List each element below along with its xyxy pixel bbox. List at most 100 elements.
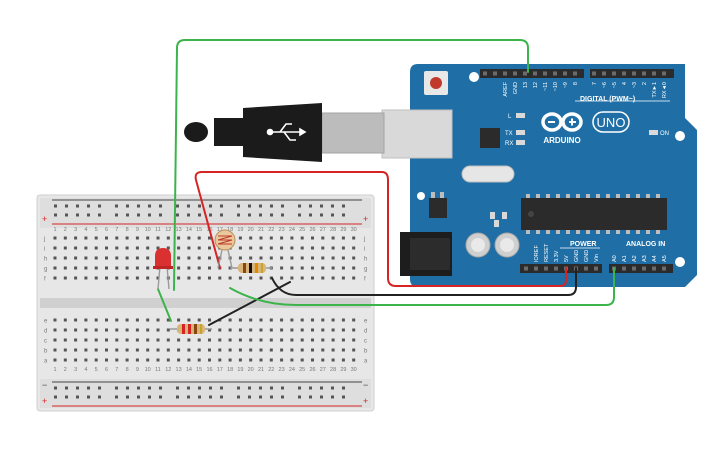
breadboard-hole[interactable] bbox=[238, 246, 242, 250]
rail-hole[interactable] bbox=[87, 395, 90, 399]
rail-hole[interactable] bbox=[270, 395, 273, 399]
breadboard-hole[interactable] bbox=[238, 348, 242, 352]
breadboard-hole[interactable] bbox=[341, 358, 345, 362]
breadboard-hole[interactable] bbox=[177, 276, 181, 280]
breadboard-hole[interactable] bbox=[208, 358, 211, 362]
rail-hole[interactable] bbox=[176, 395, 179, 399]
breadboard-hole[interactable] bbox=[94, 266, 98, 270]
rail-hole[interactable] bbox=[259, 204, 262, 208]
breadboard-hole[interactable] bbox=[311, 348, 314, 352]
breadboard-hole[interactable] bbox=[341, 276, 345, 280]
breadboard-hole[interactable] bbox=[311, 236, 314, 240]
breadboard-hole[interactable] bbox=[74, 338, 78, 342]
breadboard-hole[interactable] bbox=[259, 256, 263, 260]
breadboard-hole[interactable] bbox=[341, 266, 345, 270]
breadboard-hole[interactable] bbox=[187, 348, 191, 352]
breadboard-hole[interactable] bbox=[156, 338, 160, 342]
breadboard-hole[interactable] bbox=[63, 358, 67, 362]
rail-hole[interactable] bbox=[220, 386, 223, 390]
breadboard-hole[interactable] bbox=[280, 236, 284, 240]
breadboard-hole[interactable] bbox=[115, 236, 119, 240]
breadboard-hole[interactable] bbox=[53, 236, 57, 240]
rail-hole[interactable] bbox=[270, 213, 273, 217]
rail-hole[interactable] bbox=[87, 204, 90, 208]
breadboard-hole[interactable] bbox=[300, 358, 304, 362]
rail-hole[interactable] bbox=[65, 395, 68, 399]
rail-hole[interactable] bbox=[298, 204, 301, 208]
breadboard-hole[interactable] bbox=[146, 358, 150, 362]
header-pin[interactable] bbox=[612, 71, 616, 76]
breadboard-hole[interactable] bbox=[53, 338, 57, 342]
breadboard-hole[interactable] bbox=[228, 348, 232, 352]
rail-hole[interactable] bbox=[98, 213, 101, 217]
breadboard-hole[interactable] bbox=[259, 246, 263, 250]
breadboard-hole[interactable] bbox=[125, 358, 129, 362]
breadboard-hole[interactable] bbox=[290, 358, 294, 362]
rail-hole[interactable] bbox=[281, 213, 284, 217]
breadboard-hole[interactable] bbox=[238, 256, 242, 260]
breadboard-hole[interactable] bbox=[53, 276, 57, 280]
header-pin[interactable] bbox=[534, 266, 538, 271]
breadboard-hole[interactable] bbox=[238, 318, 242, 322]
rail-hole[interactable] bbox=[115, 204, 118, 208]
breadboard-hole[interactable] bbox=[249, 348, 253, 352]
rail-hole[interactable] bbox=[148, 213, 151, 217]
breadboard-hole[interactable] bbox=[197, 358, 201, 362]
breadboard-hole[interactable] bbox=[53, 328, 57, 332]
header-pin[interactable] bbox=[523, 71, 527, 76]
breadboard-hole[interactable] bbox=[352, 328, 356, 332]
rail-hole[interactable] bbox=[54, 395, 57, 399]
rail-hole[interactable] bbox=[298, 213, 301, 217]
breadboard-hole[interactable] bbox=[197, 246, 201, 250]
breadboard-hole[interactable] bbox=[125, 348, 129, 352]
rail-hole[interactable] bbox=[65, 213, 68, 217]
header-pin[interactable] bbox=[584, 266, 588, 271]
rail-hole[interactable] bbox=[176, 213, 179, 217]
rail-hole[interactable] bbox=[137, 386, 140, 390]
breadboard-hole[interactable] bbox=[63, 328, 67, 332]
breadboard-hole[interactable] bbox=[84, 246, 88, 250]
breadboard-hole[interactable] bbox=[63, 348, 67, 352]
breadboard-hole[interactable] bbox=[259, 276, 263, 280]
breadboard-hole[interactable] bbox=[269, 256, 273, 260]
breadboard-hole[interactable] bbox=[341, 338, 345, 342]
rail-hole[interactable] bbox=[187, 204, 190, 208]
breadboard-hole[interactable] bbox=[63, 236, 67, 240]
breadboard-hole[interactable] bbox=[290, 256, 294, 260]
rail-hole[interactable] bbox=[248, 213, 251, 217]
breadboard-hole[interactable] bbox=[125, 328, 129, 332]
breadboard-hole[interactable] bbox=[228, 358, 232, 362]
breadboard-hole[interactable] bbox=[208, 348, 211, 352]
rail-hole[interactable] bbox=[220, 395, 223, 399]
rail-hole[interactable] bbox=[176, 386, 179, 390]
breadboard-hole[interactable] bbox=[238, 338, 242, 342]
header-pin[interactable] bbox=[554, 266, 558, 271]
breadboard-hole[interactable] bbox=[352, 338, 356, 342]
breadboard-hole[interactable] bbox=[290, 246, 294, 250]
breadboard-hole[interactable] bbox=[177, 236, 181, 240]
breadboard-hole[interactable] bbox=[321, 318, 325, 322]
breadboard-hole[interactable] bbox=[135, 236, 139, 240]
rail-hole[interactable] bbox=[320, 204, 323, 208]
rail-hole[interactable] bbox=[342, 204, 345, 208]
breadboard-hole[interactable] bbox=[105, 246, 108, 250]
header-pin[interactable] bbox=[642, 71, 646, 76]
rail-hole[interactable] bbox=[148, 386, 151, 390]
breadboard-hole[interactable] bbox=[115, 246, 119, 250]
breadboard-hole[interactable] bbox=[218, 358, 222, 362]
breadboard-hole[interactable] bbox=[300, 348, 304, 352]
breadboard-hole[interactable] bbox=[84, 266, 88, 270]
reset-button-cap[interactable] bbox=[430, 77, 442, 89]
breadboard-hole[interactable] bbox=[249, 358, 253, 362]
breadboard-hole[interactable] bbox=[84, 236, 88, 240]
rail-hole[interactable] bbox=[237, 204, 240, 208]
rail-hole[interactable] bbox=[159, 204, 162, 208]
rail-hole[interactable] bbox=[309, 386, 312, 390]
rail-hole[interactable] bbox=[76, 204, 79, 208]
breadboard-hole[interactable] bbox=[300, 266, 304, 270]
breadboard-hole[interactable] bbox=[238, 328, 242, 332]
breadboard-hole[interactable] bbox=[94, 348, 98, 352]
green-wire-pin13[interactable] bbox=[173, 39, 529, 291]
breadboard-hole[interactable] bbox=[228, 328, 232, 332]
header-pin[interactable] bbox=[622, 266, 626, 271]
